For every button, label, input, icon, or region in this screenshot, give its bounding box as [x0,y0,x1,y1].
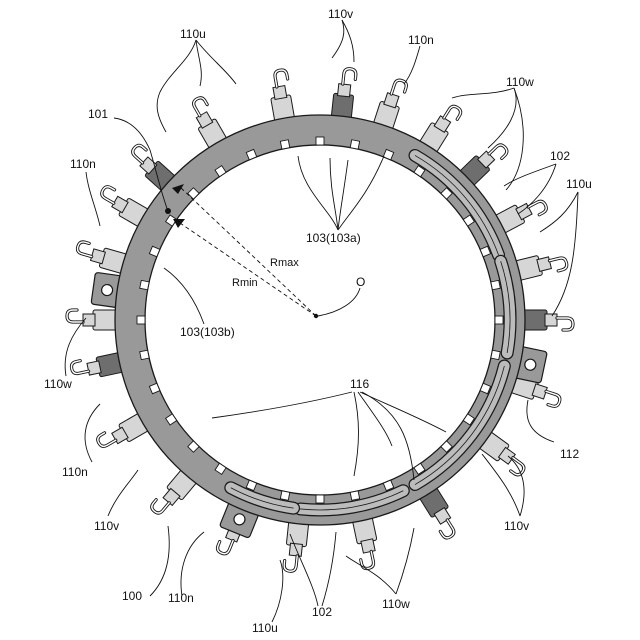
label-110n-bottom: 110n [168,591,194,605]
inner-notch [140,350,149,359]
label-110v-right: 110v [504,519,529,533]
label-o: O [356,275,365,289]
label-102-top: 102 [550,149,570,163]
label-110u-right: 110u [566,177,592,191]
label-100: 100 [122,589,142,603]
inner-notch [280,491,289,500]
inner-notch [350,140,359,149]
label-102-bottom: 102 [312,605,332,619]
label-110v-left: 110v [94,519,119,533]
label-103a: 103(103a) [306,231,361,245]
terminal-block [519,310,573,330]
label-110w-bottom: 110w [382,597,410,611]
label-110v-top: 110v [328,7,353,21]
inner-notches [137,137,503,503]
inner-notch [140,280,149,289]
terminal-block [331,67,357,123]
rmin-arrowhead [173,219,185,228]
center-point [314,314,318,318]
label-110w-top: 110w [506,75,534,89]
busbar-ring [115,115,525,525]
label-110n-left: 110n [70,157,96,171]
inner-notch [495,316,503,324]
label-110u-top: 110u [180,27,206,41]
label-rmax: Rmax [270,257,299,269]
inner-notch [350,491,359,500]
label-101: 101 [88,107,108,121]
terminal-block [284,517,310,573]
rmin-line [180,223,316,316]
label-110n-lower-left: 110n [62,465,88,479]
inner-notch [280,140,289,149]
label-110u-bottom: 110u [252,621,278,635]
inner-notch [137,316,145,324]
inner-notch [316,495,324,503]
ring-band [115,115,525,525]
label-116: 116 [350,377,369,391]
label-112: 112 [560,447,579,461]
inner-notch [316,137,324,145]
inner-notch [491,280,500,289]
label-110w-left: 110w [44,377,72,391]
label-110n-top: 110n [408,33,434,47]
rmax-line [180,187,316,316]
inner-notch [491,350,500,359]
label-rmin: Rmin [232,277,258,289]
label-103b: 103(103b) [180,325,235,339]
terminal-block [67,310,121,330]
